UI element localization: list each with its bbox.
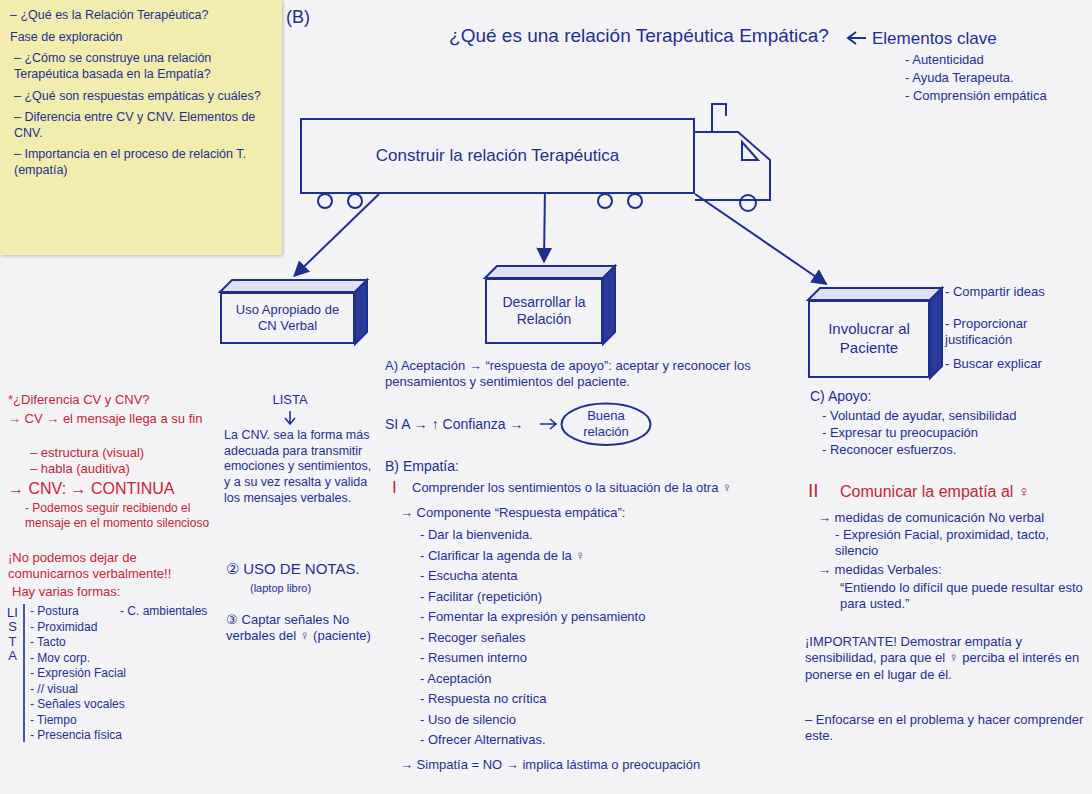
down-arrow — [285, 411, 295, 424]
box-top-face — [485, 266, 615, 278]
note-text: - Voluntad de ayudar, sensibilidad — [822, 408, 1087, 424]
block-box: Involucrar al Paciente — [808, 300, 930, 378]
question-text: – Importancia en el proceso de relación … — [10, 147, 272, 178]
note-text: - // visual — [30, 682, 120, 697]
note-text: - Autenticidad — [905, 52, 1085, 68]
note-text: - C. ambientales — [120, 604, 220, 619]
node-label: Uso Apropiado de CN Verbal — [230, 302, 345, 335]
box-top-face — [220, 280, 367, 292]
pointer-arrow — [848, 32, 866, 44]
note-text: Comprender los sentimientos o la situaci… — [412, 480, 774, 496]
note-text: → Simpatía = NO → implica lástima o preo… — [400, 757, 785, 773]
note-text: - Reconocer esfuerzos. — [822, 442, 1087, 458]
note-text: - Resumen interno — [420, 650, 770, 666]
note-text: *¿Diferencia CV y CNV? — [8, 392, 218, 408]
note-heading: Fase de exploración — [10, 30, 272, 46]
note-text: - Expresión Facial — [30, 666, 150, 681]
connector-arrow — [695, 194, 826, 284]
note-text: – habla (auditiva) — [30, 461, 215, 477]
pointer-arrow — [540, 419, 556, 429]
note-text: LISTA — [250, 392, 330, 408]
note-text: ③ Captar señales No verbales del ♀ (paci… — [226, 612, 378, 645]
ellipse-shape — [562, 404, 651, 446]
note-text: - Respuesta no crítica — [420, 691, 770, 707]
box-side-face — [355, 280, 367, 344]
note-text: - Escucha atenta — [420, 568, 770, 584]
circled-text: Buena relación — [560, 402, 652, 447]
note-text: - Dar la bienvenida. — [420, 527, 770, 543]
node-label: Involucrar al Paciente — [818, 320, 920, 358]
note-text: - Recoger señales — [420, 630, 770, 646]
note-text: - Proximidad — [30, 620, 120, 635]
note-text: Hay varias formas: — [12, 584, 212, 600]
note-text: – Enfocarse en el problema y hacer compr… — [805, 712, 1090, 745]
note-text: - Tiempo — [30, 713, 120, 728]
note-text: - Uso de silencio — [420, 712, 770, 728]
note-text: (B) — [286, 6, 326, 29]
note-text: - Señales vocales — [30, 697, 150, 712]
note-text: - Buscar explicar — [945, 356, 1087, 372]
node-label: Desarrollar la Relación — [495, 294, 593, 329]
connector-arrow — [543, 194, 546, 262]
note-text: – estructura (visual) — [30, 445, 215, 461]
note-text: “Entiendo lo difícil que puede resultar … — [840, 580, 1085, 613]
block-box: Desarrollar la Relación — [485, 278, 603, 344]
note-text: I — [392, 477, 408, 498]
note-text: - Aceptación — [420, 671, 770, 687]
note-text: - Facilitar (repetición) — [420, 589, 770, 605]
note-text: - Mov corp. — [30, 651, 120, 666]
note-text: SI A → ↑ Confianza → — [385, 416, 545, 434]
note-text: - Tacto — [30, 635, 120, 650]
note-text: - Fomentar la expresión y pensamiento — [420, 609, 770, 625]
note-text: - Podemos seguir recibiendo el mensaje e… — [25, 501, 215, 531]
box-top-face — [808, 288, 942, 300]
note-text: - Expresión Facial, proximidad, tacto, s… — [835, 527, 1090, 560]
note-text: ② USO DE NOTAS. — [226, 560, 378, 579]
note-text: Comunicar la empatía al ♀ — [840, 482, 1085, 502]
note-text: → CNV: → CONTINUA — [8, 479, 218, 499]
note-text: → Componente “Respuesta empática”: — [400, 505, 772, 521]
block-box: Uso Apropiado de CN Verbal — [220, 292, 355, 344]
note-text: - Postura — [30, 604, 120, 619]
diagram-title: ¿Qué es una relación Terapéutica Empátic… — [432, 24, 846, 48]
node-label: Buena relación — [568, 408, 644, 441]
note-text: ¡IMPORTANTE! Demostrar empatía y sensibi… — [805, 634, 1090, 683]
note-text: - Expresar tu preocupación — [822, 425, 1087, 441]
note-text: ¡No podemos dejar de comunicarnos verbal… — [8, 550, 218, 583]
note-text: A) Aceptación → “respuesta de apoyo”: ac… — [385, 358, 777, 391]
question-text: – ¿Qué es la Relación Terapéutica? — [10, 8, 272, 24]
note-text: → CV → el mensaje llega a su fin — [8, 411, 218, 427]
note-text: Elementos clave — [872, 28, 1082, 49]
note-text: B) Empatía: — [385, 458, 585, 476]
note-text: - Presencia física — [30, 728, 150, 743]
question-text: – Diferencia entre CV y CNV. Elementos d… — [10, 110, 272, 141]
note-text: C) Apoyo: — [810, 388, 1080, 406]
note-text: → medidas Verbales: — [818, 562, 1088, 578]
note-text: LISTA — [6, 606, 19, 663]
note-text: - Ayuda Terapeuta. — [905, 70, 1085, 86]
note-text: (laptop libro) — [250, 582, 370, 596]
note-text: - Ofrecer Alternativas. — [420, 732, 770, 748]
note-text: → medidas de comunicación No verbal — [818, 510, 1088, 526]
truck-body: Construir la relación Terapéutica — [300, 118, 695, 194]
note-text: - Clarificar la agenda de la ♀ — [420, 548, 770, 564]
node-label: Construir la relación Terapéutica — [376, 145, 619, 166]
sticky-note: – ¿Qué es la Relación Terapéutica? Fase d… — [0, 0, 282, 255]
question-text: – ¿Qué son respuestas empáticas y cuáles… — [10, 89, 272, 105]
connector-arrow — [294, 194, 379, 276]
question-text: – ¿Cómo se construye una relación Terapé… — [10, 51, 272, 82]
box-side-face — [603, 266, 615, 344]
note-text: II — [808, 479, 836, 503]
note-text: - Compartir ideas — [945, 284, 1087, 300]
note-text: - Proporcionar justificación — [945, 316, 1087, 349]
note-text: - Comprensión empática — [905, 88, 1090, 104]
note-text: La CNV. sea la forma más adecuada para t… — [224, 428, 376, 506]
box-side-face — [930, 288, 942, 378]
list-bracket — [23, 604, 25, 742]
